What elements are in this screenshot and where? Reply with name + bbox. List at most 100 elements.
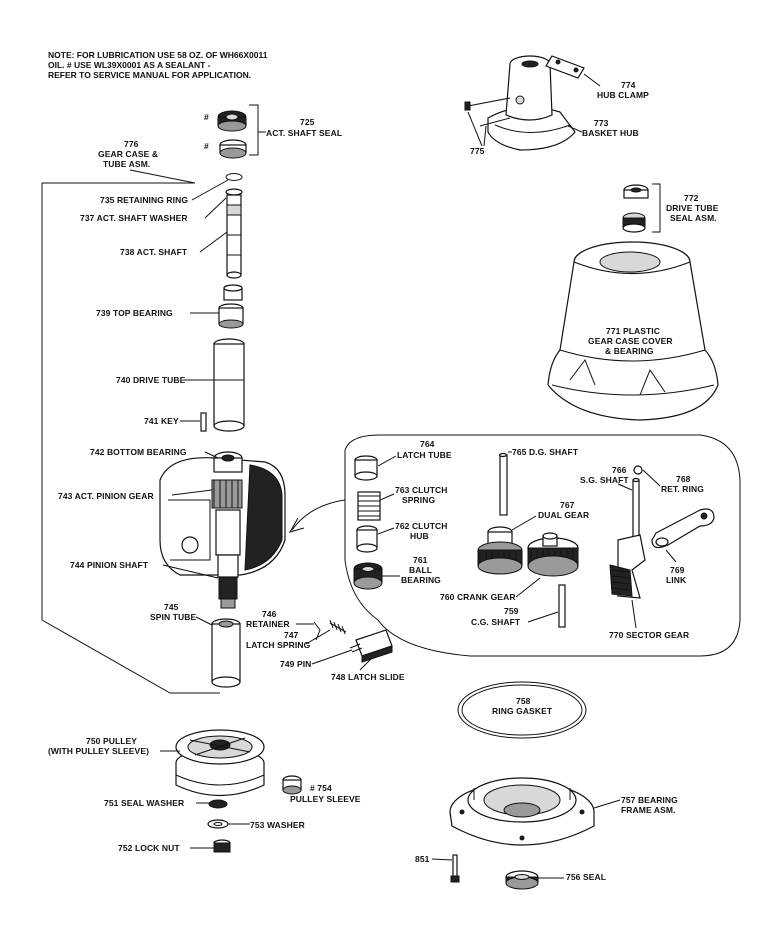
- drive-tube-seal-part: [622, 184, 649, 233]
- retainer-spring-part: [313, 619, 347, 641]
- label-740: 740 DRIVE TUBE: [116, 375, 186, 385]
- label-748: 748 LATCH SLIDE: [331, 672, 405, 682]
- label-766-name: S.G. SHAFT: [580, 475, 629, 485]
- label-738: 738 ACT. SHAFT: [120, 247, 188, 257]
- cg-shaft-part: [558, 584, 566, 628]
- label-753: 753 WASHER: [250, 820, 305, 830]
- callout-arrow: [288, 517, 305, 533]
- label-763-name: SPRING: [402, 495, 435, 505]
- label-776: 776: [124, 139, 139, 149]
- label-776-name-2: TUBE ASM.: [103, 159, 150, 169]
- label-769-name: LINK: [666, 575, 687, 585]
- label-768-name: RET. RING: [661, 484, 704, 494]
- label-761: 761: [413, 555, 428, 565]
- washer-part: [207, 819, 229, 829]
- label-851: 851: [415, 854, 430, 864]
- label-756: 756 SEAL: [566, 872, 606, 882]
- label-766: 766: [612, 465, 627, 475]
- ret-ring-part: [633, 465, 643, 475]
- pulley-sleeve-part: [282, 775, 302, 795]
- retaining-ring-part: [225, 173, 243, 181]
- label-757-name: FRAME ASM.: [621, 805, 676, 815]
- latch-tube-part: [354, 455, 378, 481]
- sector-gear-part: [609, 534, 646, 599]
- label-771-name-2: & BEARING: [605, 346, 654, 356]
- hub-clamp-part: [545, 55, 585, 79]
- label-745: 745: [164, 602, 179, 612]
- hub-screw-part: [464, 97, 511, 127]
- label-739: 739 TOP BEARING: [96, 308, 173, 318]
- ring-gasket-part: [457, 681, 587, 739]
- note-line-3: REFER TO SERVICE MANUAL FOR APPLICATION.: [48, 70, 251, 80]
- label-772-name-1: DRIVE TUBE: [666, 203, 719, 213]
- screw-part: [450, 854, 460, 883]
- key-part: [200, 412, 207, 432]
- label-757: 757 BEARING: [621, 795, 678, 805]
- label-758-name: RING GASKET: [492, 706, 553, 716]
- gear-case-bracket: [41, 182, 220, 694]
- clutch-hub-part: [356, 525, 378, 553]
- label-770: 770 SECTOR GEAR: [609, 630, 689, 640]
- spin-tube-part: [211, 618, 241, 688]
- label-759-name: C.G. SHAFT: [471, 617, 521, 627]
- label-761-name-1: BALL: [409, 565, 432, 575]
- label-741: 741 KEY: [144, 416, 179, 426]
- drive-tube-part: [213, 338, 245, 432]
- link-part: [651, 508, 715, 549]
- label-773: 773: [594, 118, 609, 128]
- label-742: 742 BOTTOM BEARING: [90, 447, 187, 457]
- dual-gear-part: [477, 526, 523, 575]
- lubrication-note: NOTE: FOR LUBRICATION USE 58 OZ. OF WH66…: [48, 50, 268, 80]
- gear-case-cover-part: [547, 241, 719, 421]
- act-shaft-seal-part: [217, 110, 247, 159]
- label-737: 737 ACT. SHAFT WASHER: [80, 213, 188, 223]
- label-751: 751 SEAL WASHER: [104, 798, 184, 808]
- label-750-name: (WITH PULLEY SLEEVE): [48, 746, 149, 756]
- label-754-name: PULLEY SLEEVE: [290, 794, 361, 804]
- dg-shaft-part: [498, 452, 508, 516]
- label-746-name: RETAINER: [246, 619, 290, 629]
- label-750: 750 PULLEY: [86, 736, 137, 746]
- label-773-name: BASKET HUB: [582, 128, 639, 138]
- label-771-name-1: GEAR CASE COVER: [588, 336, 673, 346]
- seal-marker-1: #: [204, 112, 209, 122]
- label-754: # 754: [310, 783, 332, 793]
- label-771: 771 PLASTIC: [606, 326, 660, 336]
- note-line-1: NOTE: FOR LUBRICATION USE 58 OZ. OF WH66…: [48, 50, 268, 60]
- ball-bearing-part: [353, 562, 383, 590]
- clutch-spring-part: [357, 491, 381, 521]
- label-765: 765 D.G. SHAFT: [512, 447, 579, 457]
- label-775: 775: [470, 146, 485, 156]
- label-735: 735 RETAINING RING: [100, 195, 188, 205]
- internal-parts-callout: [344, 434, 741, 657]
- label-747: 747: [284, 630, 299, 640]
- label-760: 760 CRANK GEAR: [440, 592, 516, 602]
- bearing-frame-part: [449, 777, 595, 846]
- label-761-name-2: BEARING: [401, 575, 441, 585]
- label-774-name: HUB CLAMP: [597, 90, 649, 100]
- label-744: 744 PINION SHAFT: [70, 560, 149, 570]
- label-764: 764: [420, 439, 435, 449]
- label-745-name: SPIN TUBE: [150, 612, 196, 622]
- label-759: 759: [504, 606, 519, 616]
- crank-gear-part: [527, 532, 579, 577]
- seal-bracket: [249, 104, 259, 156]
- label-768: 768: [676, 474, 691, 484]
- label-749: 749 PIN: [280, 659, 311, 669]
- label-762-name: HUB: [410, 531, 429, 541]
- shaft-washer-part: [225, 188, 243, 196]
- top-bearing-part: [218, 284, 244, 329]
- seal-part: [505, 870, 539, 890]
- label-763: 763 CLUTCH: [395, 485, 447, 495]
- label-752: 752 LOCK NUT: [118, 843, 180, 853]
- label-764-name: LATCH TUBE: [397, 450, 452, 460]
- note-line-2: OIL. # USE WL39X0001 AS A SEALANT -: [48, 60, 211, 70]
- lock-nut-part: [213, 839, 231, 853]
- label-747-name: LATCH SPRING: [246, 640, 311, 650]
- label-776-name-1: GEAR CASE &: [98, 149, 158, 159]
- label-769: 769: [670, 565, 685, 575]
- seal-washer-part: [208, 799, 228, 809]
- gear-case-housing-part: [159, 451, 286, 609]
- label-762: 762 CLUTCH: [395, 521, 447, 531]
